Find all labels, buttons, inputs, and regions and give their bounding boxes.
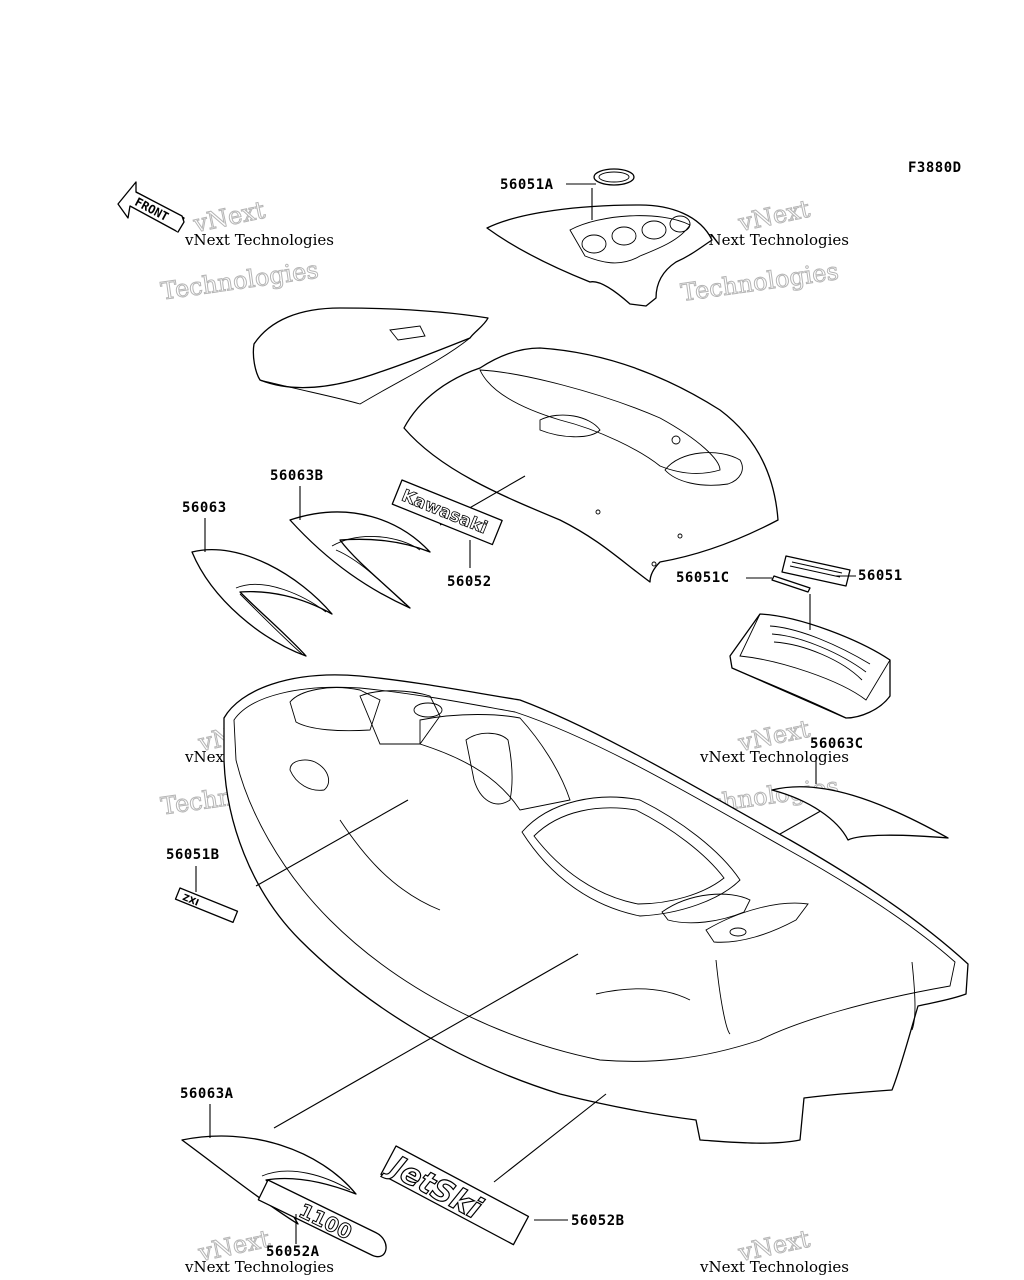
svg-text:vNext Technologies: vNext Technologies (184, 231, 334, 249)
instrument-cowl (486, 204, 713, 307)
strip-decal-56051 (781, 555, 851, 587)
watermark-top-left: vNext vNext Technologies Technologies (159, 195, 335, 306)
svg-text:vNext Technologies: vNext Technologies (184, 1258, 334, 1276)
front-arrow-icon: FRONT (117, 181, 185, 233)
jetski-decal-text: JetSki (380, 1147, 488, 1226)
badge-56051B: ZXI (174, 887, 239, 924)
stripe-decal-56063 (191, 549, 333, 657)
stripe-decal-56063B (289, 511, 431, 609)
svg-text:Technologies: Technologies (679, 257, 840, 307)
label-56051B: 56051B (166, 847, 220, 863)
seat-cover (252, 307, 489, 405)
label-56052: 56052 (447, 574, 492, 590)
watermark-bottom-right: vNext vNext Technologies (699, 1224, 849, 1276)
label-56051A: 56051A (500, 177, 554, 193)
svg-text:vNext Technologies: vNext Technologies (699, 748, 849, 766)
engine-cover (729, 613, 891, 719)
label-56052A: 56052A (266, 1244, 320, 1260)
svg-text:vNext Technologies: vNext Technologies (699, 1258, 849, 1276)
label-56063: 56063 (182, 500, 227, 516)
figure-code: F3880D (908, 160, 962, 176)
label-56063B: 56063B (270, 468, 324, 484)
svg-text:vNext Technologies: vNext Technologies (699, 231, 849, 249)
label-56063A: 56063A (180, 1086, 234, 1102)
label-56063C: 56063C (810, 736, 864, 752)
strip-decal-56051C (771, 575, 811, 593)
label-56052B: 56052B (571, 1213, 625, 1229)
stripe-decal-56063A (181, 1135, 357, 1225)
label-56051C: 56051C (676, 570, 730, 586)
jetski-decal: JetSki (379, 1145, 530, 1246)
stripe-decal-56063C (771, 786, 949, 841)
hood-deck (403, 347, 779, 583)
oval-badge-56051A (593, 168, 635, 186)
hull (223, 674, 969, 1144)
svg-text:Technologies: Technologies (159, 256, 320, 306)
model-1100-text: 1100 (295, 1198, 356, 1244)
watermark-top-right: vNext vNext Technologies Technologies (679, 194, 849, 307)
label-56051: 56051 (858, 568, 903, 584)
front-arrow-label: FRONT (132, 195, 170, 224)
